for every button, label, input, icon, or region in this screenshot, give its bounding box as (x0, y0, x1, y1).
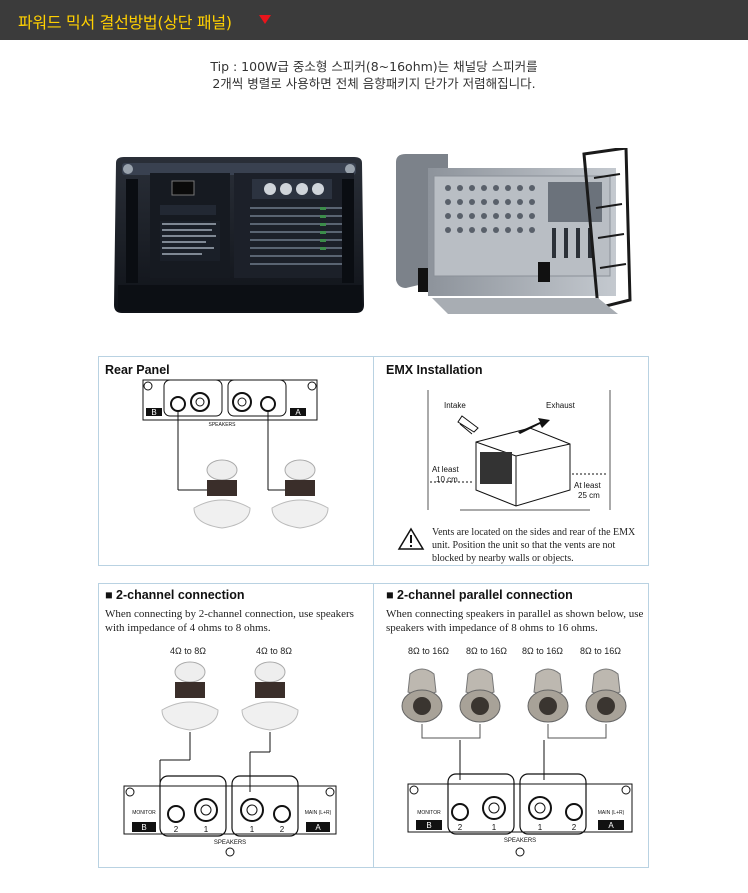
parallel-panel-diagram: B A MONITOR MAIN (L+R) 2 1 1 2 SPEAKERS (407, 740, 633, 857)
rear-ch-a: A (295, 408, 301, 417)
two-channel-speaker-left (161, 661, 219, 731)
par-main: MAIN (L+R) (598, 810, 625, 816)
emx-installation-diagram: Intake Exhaust At least 10 cm At least 2… (427, 390, 611, 511)
par-num-1-left: 1 (492, 823, 497, 832)
tip-line-1: Tip : 100W급 중소형 스피커(8~16ohm)는 채널당 스피커를 (210, 59, 538, 74)
two-ch-monitor: MONITOR (132, 810, 156, 816)
par-ch-a: A (608, 821, 614, 830)
par-ch-b: B (426, 821, 431, 830)
divider-2 (373, 583, 374, 868)
parallel-title: ■ 2-channel parallel connection (386, 588, 573, 602)
parallel-imp-3: 8Ω to 16Ω (522, 646, 563, 656)
emx-exhaust: Exhaust (546, 401, 576, 410)
parallel-imp-1: 8Ω to 16Ω (408, 646, 449, 656)
par-num-2-left: 2 (458, 823, 463, 832)
two-ch-a: A (315, 823, 321, 832)
emx-title: EMX Installation (386, 363, 483, 377)
par-num-2-right: 2 (572, 823, 577, 832)
rear-speaker-right (271, 459, 329, 529)
two-channel-speaker-right (241, 661, 299, 731)
rear-speakers-label: SPEAKERS (209, 422, 237, 428)
two-ch-num-2-right: 2 (280, 825, 285, 834)
two-ch-num-1-right: 1 (250, 825, 255, 834)
parallel-imp-4: 8Ω to 16Ω (580, 646, 621, 656)
rear-panel-title: Rear Panel (105, 363, 170, 377)
header-bar: 파워드 믹서 결선방법(상단 패널) (0, 0, 748, 40)
emx-10cm: 10 cm (436, 475, 458, 484)
parallel-imp-2: 8Ω to 16Ω (466, 646, 507, 656)
parallel-speakers (401, 668, 627, 739)
emx-at-least-10: At least (432, 465, 459, 474)
two-channel-title: ■ 2-channel connection (105, 588, 245, 602)
two-ch-num-1-left: 1 (204, 825, 209, 834)
par-num-1-right: 1 (538, 823, 543, 832)
rear-panel-diagram: B A SPEAKERS (142, 379, 318, 491)
two-channel-desc: When connecting by 2-channel connection,… (105, 608, 354, 634)
emx-intake: Intake (444, 401, 466, 410)
two-channel-panel-diagram: B A MONITOR MAIN (L+R) 2 1 1 2 SPEAKERS (123, 732, 337, 857)
emx-25cm: 25 cm (578, 491, 600, 500)
mixer-rear-photo (114, 157, 364, 313)
tip-line-2: 2개씩 병렬로 사용하면 전체 음향패키지 단가가 저렴해집니다. (212, 76, 536, 91)
par-speakers: SPEAKERS (504, 838, 536, 844)
two-channel-imp-right: 4Ω to 8Ω (256, 646, 292, 656)
two-ch-b: B (141, 823, 146, 832)
rear-speaker-left (193, 459, 251, 529)
mixer-rack-photo (396, 148, 632, 314)
parallel-desc: When connecting speakers in parallel as … (386, 608, 644, 634)
emx-at-least-25: At least (574, 481, 601, 490)
page-title: 파워드 믹서 결선방법(상단 패널) (18, 13, 232, 32)
par-monitor: MONITOR (417, 810, 441, 816)
two-channel-imp-left: 4Ω to 8Ω (170, 646, 206, 656)
dropdown-arrow-icon[interactable] (259, 15, 271, 24)
warning-icon (397, 527, 425, 550)
two-ch-speakers: SPEAKERS (214, 840, 246, 846)
two-ch-num-2-left: 2 (174, 825, 179, 834)
emx-note: Vents are located on the sides and rear … (432, 527, 636, 564)
divider-1 (373, 356, 374, 566)
tip-text: Tip : 100W급 중소형 스피커(8~16ohm)는 채널당 스피커를 2… (0, 58, 748, 92)
rear-ch-b: B (151, 408, 156, 417)
two-ch-main: MAIN (L+R) (305, 810, 332, 816)
